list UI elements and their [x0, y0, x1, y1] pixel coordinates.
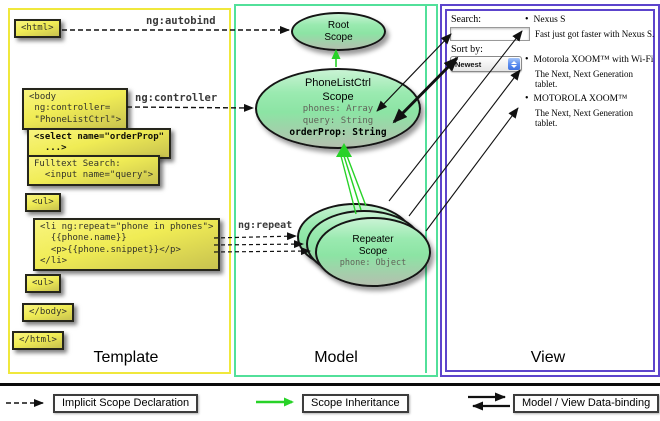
- template-section-box: [8, 8, 231, 374]
- code-body-open: <body ng:controller= "PhoneListCtrl">: [22, 88, 129, 130]
- search-label: Search:: [451, 14, 481, 25]
- phone-item-desc: The Next, Next Generation tablet.: [535, 69, 633, 89]
- code-li-repeat: <li ng:repeat="phone in phones"> {{phone…: [33, 218, 221, 271]
- phone-item-title: Motorola XOOM™ with Wi-Fi: [525, 54, 655, 65]
- phonelistctrl-scope-title: PhoneListCtrl Scope: [304, 77, 372, 103]
- sort-dropdown-value: Newest: [455, 59, 482, 69]
- ng-controller-label: ng:controller: [135, 92, 218, 104]
- ng-repeat-label: ng:repeat: [238, 220, 293, 231]
- phonelistctrl-prop-orderprop: orderProp: String: [289, 127, 387, 139]
- root-scope-ellipse: Root Scope: [291, 12, 386, 51]
- code-ul-second: <ul>: [25, 274, 61, 294]
- repeater-scope-title: Repeater Scope: [352, 234, 394, 258]
- phone-item-desc: The Next, Next Generation tablet.: [535, 108, 633, 128]
- code-fulltext-search: Fulltext Search: <input name="query">: [27, 155, 161, 186]
- root-scope-title: Root Scope: [324, 19, 353, 43]
- code-ul-open: <ul>: [25, 193, 61, 213]
- model-section-box: [234, 4, 438, 377]
- code-html-open: <html>: [14, 19, 61, 39]
- code-select-orderprop: <select name="orderProp" ...>: [27, 128, 172, 159]
- legend-implicit-scope-declaration: Implicit Scope Declaration: [53, 394, 199, 413]
- repeater-prop-phone: phone: Object: [339, 258, 407, 269]
- sortby-label: Sort by:: [451, 44, 483, 55]
- legend-divider-line: [0, 383, 660, 386]
- phone-item-title: MOTOROLA XOOM™: [525, 93, 655, 104]
- sort-dropdown[interactable]: Newest: [450, 56, 522, 72]
- phone-item-desc: Fast just got faster with Nexus S.: [535, 29, 655, 39]
- template-section-label: Template: [93, 349, 159, 366]
- phonelistctrl-prop-query: query: String: [302, 115, 374, 126]
- code-body-close: </body>: [22, 303, 74, 323]
- legend-scope-inheritance: Scope Inheritance: [302, 394, 409, 413]
- view-list-item: Motorola XOOM™ with Wi-Fi The Next, Next…: [525, 54, 655, 89]
- code-html-close: </html>: [12, 331, 64, 351]
- phonelistctrl-prop-phones: phones: Array: [302, 103, 374, 114]
- legend-databinding-arrows-icon: [468, 392, 510, 411]
- model-inner-border-line: [425, 4, 427, 373]
- dropdown-stepper-icon: [508, 58, 520, 70]
- search-input[interactable]: [450, 27, 530, 41]
- phonelistctrl-scope-ellipse: PhoneListCtrl Scope phones: Array query:…: [255, 68, 421, 149]
- view-list-item: MOTOROLA XOOM™ The Next, Next Generation…: [525, 93, 655, 128]
- ng-autobind-label: ng:autobind: [146, 15, 216, 27]
- view-section-label: View: [530, 349, 566, 366]
- repeater-scope-ellipse-front: Repeater Scope phone: Object: [315, 217, 431, 287]
- model-section-label: Model: [314, 349, 358, 366]
- view-list-item: Nexus S Fast just got faster with Nexus …: [525, 14, 655, 39]
- phone-item-title: Nexus S: [525, 14, 655, 25]
- legend-model-view-databinding: Model / View Data-binding: [513, 394, 660, 413]
